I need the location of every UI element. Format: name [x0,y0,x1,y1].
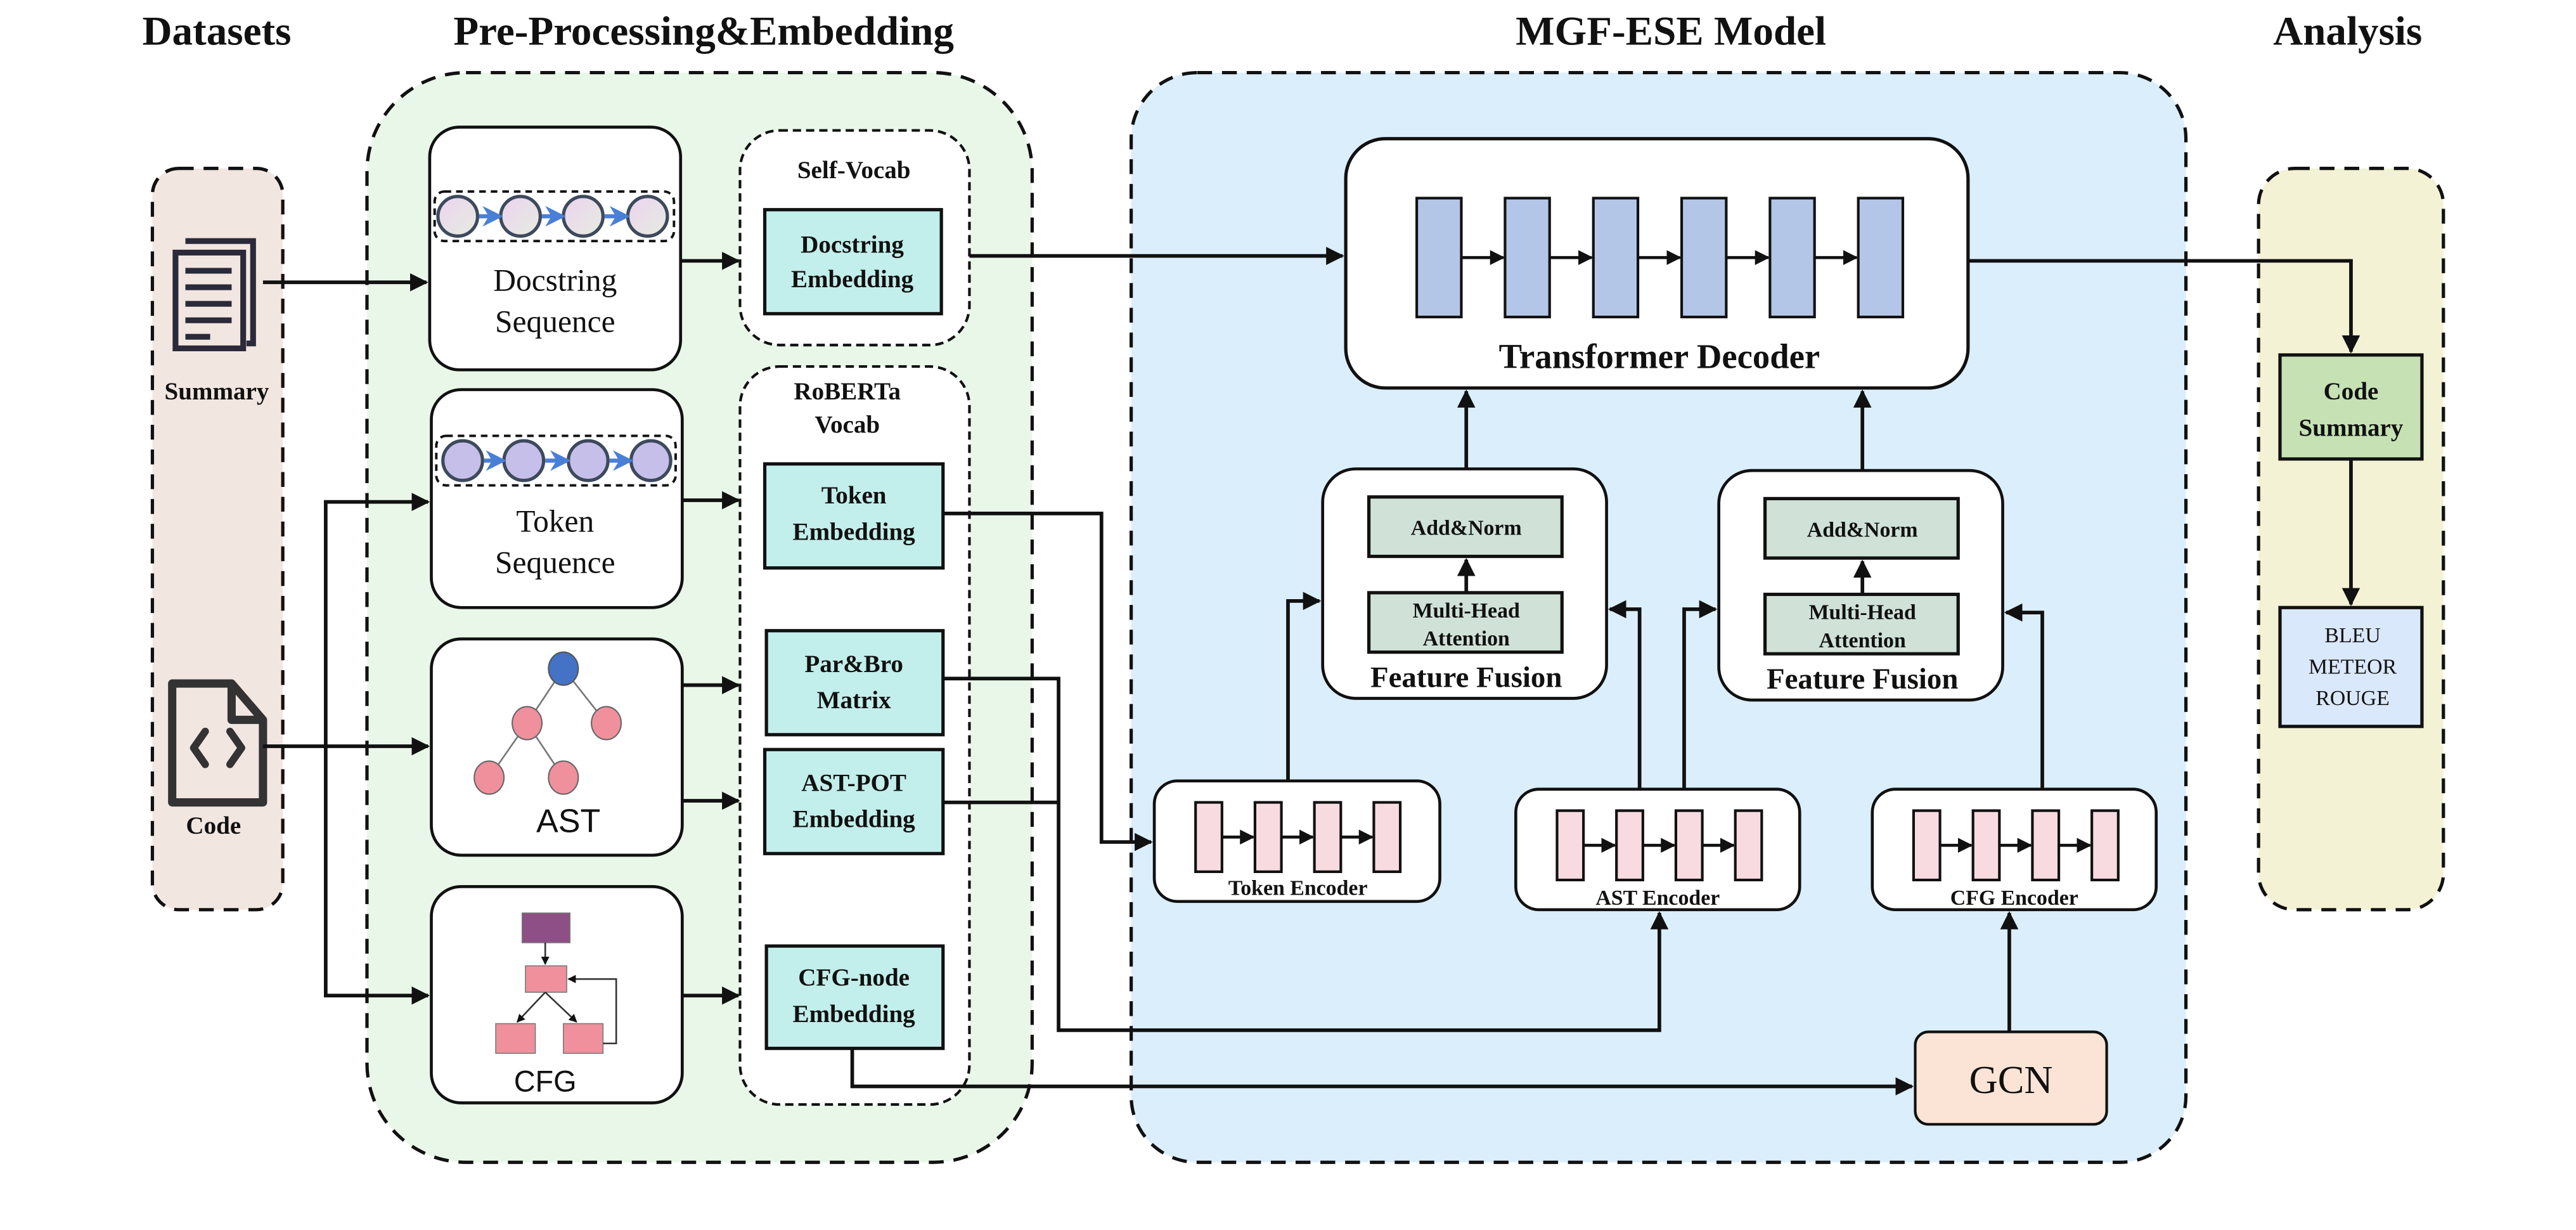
mha-label-2a: Multi-Head [1809,601,1916,625]
token-strip [435,434,677,487]
ast-encoder-layer [1734,809,1763,882]
decoder-layer [1768,197,1816,319]
ast-encoder-layer [1555,809,1585,882]
decoder-layers [1415,197,1905,319]
token-sequence-label-2: Sequence [495,545,615,580]
code-summary-label-1: Code [2324,378,2379,405]
multi-head-attention-block-2 [1763,592,1960,656]
astpot-embedding-label-1: AST-POT [801,769,906,796]
token-sequence-nodes [441,439,673,482]
token-sequence-label-1: Token [516,503,594,538]
code-label: Code [186,812,241,839]
ast-tree-icon [473,651,622,795]
docstring-token-strip [433,190,676,243]
metrics-block [2278,605,2424,728]
cfg-label: CFG [514,1065,577,1097]
parbro-matrix-label-2: Matrix [817,687,892,714]
decoder-layer [1415,197,1463,319]
docstring-sequence-label-1: Docstring [493,262,617,297]
cfgnode-embedding-block [764,944,945,1051]
token-embedding-label-2: Embedding [793,519,916,546]
connectors [262,247,2360,1096]
cfg-encoder-layer [1971,809,2001,882]
add-norm-label-1: Add&Norm [1411,517,1522,540]
add-norm-label-2: Add&Norm [1807,518,1918,541]
cfg-encoder-layer [2090,809,2120,882]
token-embedding-label-1: Token [821,482,887,509]
ast-encoder-layers [1555,809,1763,882]
cfg-encoder-layer [2031,809,2061,882]
add-norm-block-2 [1763,496,1960,560]
self-vocab-label: Self-Vocab [797,157,911,184]
decoder-layer [1592,197,1640,319]
summary-document-icon [172,238,256,352]
cfgnode-embedding-label-2: Embedding [793,1000,916,1028]
code-summary-label-2: Summary [2299,414,2404,441]
code-file-icon [168,679,267,807]
section-title-model: MGF-ESE Model [1516,8,1826,54]
ast-encoder-layer [1674,809,1704,882]
feature-fusion-label-1: Feature Fusion [1370,661,1562,694]
metric-meteor: METEOR [2309,655,2397,678]
cfg-graph-icon [495,912,617,1054]
summary-label: Summary [165,378,269,405]
docstring-sequence-box [428,126,683,372]
parbro-matrix-label-1: Par&Bro [804,651,903,678]
parbro-matrix-block [764,629,945,737]
add-norm-block-1 [1367,495,1564,559]
multi-head-attention-block-1 [1367,591,1564,654]
token-encoder-layer [1313,801,1343,874]
docstring-embedding-label-2: Embedding [791,266,914,293]
ast-encoder-layer [1615,809,1644,882]
section-title-datasets: Datasets [142,8,291,54]
token-encoder-label: Token Encoder [1228,876,1368,900]
token-encoder-layers [1194,801,1402,874]
token-encoder-box [1152,779,1441,903]
section-title-preprocessing: Pre-Processing&Embedding [453,8,954,54]
mha-label-1a: Multi-Head [1413,599,1520,623]
metric-bleu: BLEU [2324,624,2380,647]
decoder-layer [1680,197,1728,319]
mha-label-2b: Attention [1819,629,1906,652]
ast-box [430,637,684,857]
code-summary-block [2278,353,2424,461]
docstring-sequence-label-2: Sequence [495,304,615,339]
cfg-encoder-label: CFG Encoder [1950,886,2078,910]
cfg-encoder-layers [1912,809,2120,882]
mha-label-1b: Attention [1423,627,1510,651]
datasets-panel [150,167,285,912]
decoder-layer [1504,197,1551,319]
ast-label: AST [536,803,600,839]
cfg-encoder-box [1871,787,2158,912]
feature-fusion-label-2: Feature Fusion [1767,663,1958,696]
docstring-sequence-nodes [436,195,669,238]
token-encoder-layer [1194,801,1223,874]
astpot-embedding-block [763,748,945,855]
transformer-decoder-label: Transformer Decoder [1499,337,1820,376]
roberta-vocab-label-2: Vocab [815,411,880,438]
cfg-encoder-layer [1912,809,1942,882]
gcn-label: GCN [1969,1058,2053,1102]
ast-encoder-box [1514,787,1801,912]
ast-encoder-label: AST Encoder [1595,886,1720,910]
docstring-embedding-block [763,208,943,316]
section-title-analysis: Analysis [2273,8,2422,54]
token-encoder-layer [1372,801,1402,874]
metric-rouge: ROUGE [2315,687,2390,710]
cfgnode-embedding-label-1: CFG-node [798,964,910,992]
roberta-vocab-label-1: RoBERTa [794,378,901,405]
token-encoder-layer [1253,801,1283,874]
docstring-embedding-label-1: Docstring [801,231,904,258]
token-embedding-block [763,462,945,570]
astpot-embedding-label-2: Embedding [793,806,916,833]
decoder-layer [1857,197,1905,319]
